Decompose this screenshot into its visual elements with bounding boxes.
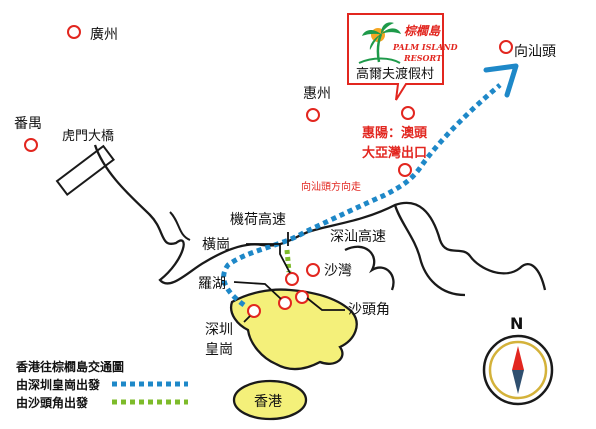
resort-brand-cn: 棕櫚島 xyxy=(404,24,441,38)
label-humen-bridge: 虎門大橋 xyxy=(62,129,114,144)
hong-kong-land xyxy=(229,288,358,371)
label-hongkong: 香港 xyxy=(254,394,282,410)
marker-shatoujiao xyxy=(295,290,309,304)
marker-exit-aotou xyxy=(398,163,412,177)
marker-luohu xyxy=(278,296,292,310)
label-shatoujiao: 沙頭角 xyxy=(348,302,390,318)
marker-henggang xyxy=(285,272,299,286)
marker-shantou xyxy=(499,40,513,54)
label-shantou-direction: 向汕頭 xyxy=(514,44,556,60)
label-huizhou: 惠州 xyxy=(303,86,331,102)
marker-shawan xyxy=(306,263,320,277)
marker-huanggang xyxy=(247,304,261,318)
marker-huizhou xyxy=(306,108,320,122)
hong-kong-island xyxy=(232,379,308,421)
resort-name: 高爾夫渡假村 xyxy=(356,66,434,82)
label-luohu: 羅湖 xyxy=(198,276,226,292)
label-huanggang: 皇崗 xyxy=(205,342,233,358)
palm-tree-icon xyxy=(358,22,401,64)
coastline-bay-east xyxy=(393,204,466,297)
legend-route-shatoujiao: 由沙頭角出發 xyxy=(16,395,89,410)
label-henggang: 橫崗 xyxy=(202,237,230,253)
route-huanggang xyxy=(221,83,502,308)
marker-guangzhou xyxy=(67,25,81,39)
humen-bridge-shape xyxy=(55,144,115,197)
exit-label-line1: 惠陽：澳頭 xyxy=(362,125,428,141)
legend-title: 香港往棕櫚島交通圖 xyxy=(15,359,124,374)
resort-brand-en-1: PALM ISLAND xyxy=(392,42,458,52)
compass-icon: N xyxy=(482,314,554,406)
resort-brand-en-2: RESORT xyxy=(403,53,443,63)
route-arrow-icon xyxy=(483,63,519,98)
exit-label-line2: 大亞灣出口 xyxy=(362,145,427,161)
coastline-north xyxy=(93,144,547,291)
marker-panyu xyxy=(24,138,38,152)
label-guangzhou: 廣州 xyxy=(90,26,118,43)
compass-north-label: N xyxy=(510,314,523,333)
label-panyu: 番禺 xyxy=(14,116,42,132)
legend-route-huanggang: 由深圳皇崗出發 xyxy=(16,377,101,392)
label-shenshan-expressway: 深汕高速 xyxy=(330,228,386,245)
direction-note: 向汕頭方向走 xyxy=(301,180,361,193)
coastline-inlet xyxy=(344,245,395,291)
label-jihe-expressway: 機荷高速 xyxy=(230,211,286,228)
leader-henggang xyxy=(246,243,291,274)
route-shatoujiao xyxy=(284,249,292,273)
leader-luohu xyxy=(233,281,282,300)
leader-shatoujiao xyxy=(306,297,345,311)
leader-huanggang xyxy=(243,315,251,323)
label-shenzhen: 深圳 xyxy=(205,322,233,338)
marker-resort xyxy=(401,106,415,120)
coastline-river-west xyxy=(169,211,191,241)
label-shawan: 沙灣 xyxy=(324,263,352,279)
